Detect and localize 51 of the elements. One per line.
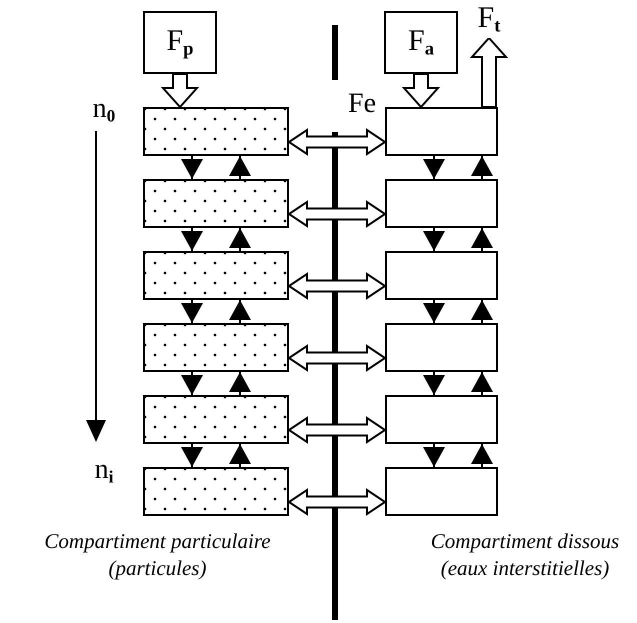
hollow-arrow [287, 200, 387, 228]
particle-layer-box [143, 323, 289, 372]
arrow [181, 372, 203, 395]
hollow-arrow [470, 36, 508, 108]
water-layer-box [385, 323, 498, 372]
arrow [229, 300, 251, 323]
water-layer-box [385, 251, 498, 300]
particle-layer-box [143, 467, 289, 516]
axis-label: n$_{0}$ [92, 92, 116, 128]
compartment-caption: Compartiment particulaire (particules) [43, 528, 272, 582]
water-layer-box [385, 107, 498, 156]
hollow-arrow [287, 344, 387, 372]
arrow [471, 300, 493, 323]
particle-layer-box [143, 395, 289, 444]
hollow-arrow [287, 416, 387, 444]
flux-symbol: F$_{a}$ [408, 26, 434, 60]
arrow [471, 372, 493, 395]
arrow [181, 156, 203, 179]
flux-symbol: F$_{t}$ [478, 3, 500, 37]
arrow [181, 300, 203, 323]
water-layer-box [385, 467, 498, 516]
arrow [229, 228, 251, 251]
axis-label: n$_{i}$ [94, 453, 114, 488]
water-layer-box [385, 179, 498, 228]
hollow-arrow [402, 73, 440, 108]
arrow [423, 156, 445, 179]
axis-label: Fe [347, 87, 377, 121]
water-layer-box [385, 395, 498, 444]
arrow [181, 444, 203, 467]
arrow [471, 444, 493, 467]
flux-box [384, 11, 458, 74]
flux-box [143, 11, 217, 74]
arrow [423, 228, 445, 251]
hollow-arrow [287, 128, 387, 156]
arrow [229, 156, 251, 179]
arrow [181, 228, 203, 251]
arrow [229, 372, 251, 395]
arrow [423, 300, 445, 323]
hollow-arrow [287, 488, 387, 516]
flux-symbol: F$_{p}$ [166, 26, 194, 60]
particle-layer-box [143, 107, 289, 156]
arrow [423, 372, 445, 395]
hollow-arrow [287, 272, 387, 300]
particle-layer-box [143, 179, 289, 228]
arrow [423, 444, 445, 467]
hollow-arrow [160, 73, 200, 108]
arrow [471, 228, 493, 251]
arrow [471, 156, 493, 179]
arrow [229, 444, 251, 467]
particle-layer-box [143, 251, 289, 300]
compartment-caption: Compartiment dissous (eaux interstitielles) [430, 528, 620, 582]
